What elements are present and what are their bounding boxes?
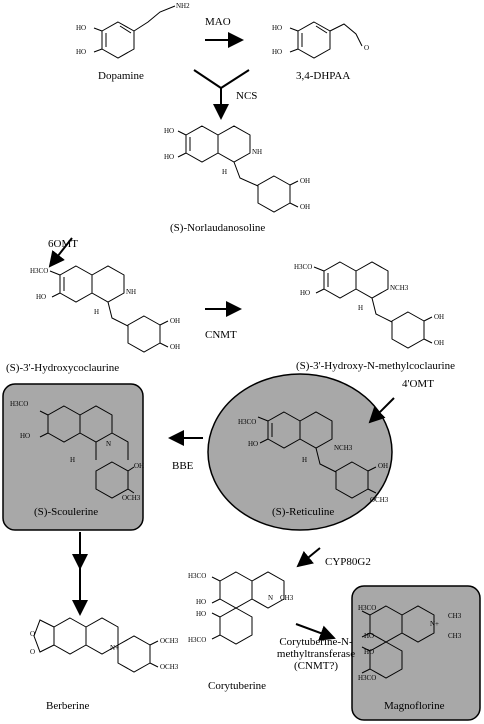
atom-ho: HO <box>196 598 207 606</box>
atom-oh: OH <box>434 313 445 321</box>
atom-h3co: H3CO <box>358 674 377 682</box>
label-hydroxy-methylcoclaurine: (S)-3'-Hydroxy-N-methylcoclaurine <box>296 360 455 372</box>
magnoflorine-box <box>351 585 481 721</box>
atom-n: N <box>106 440 112 448</box>
nmt-line-1: Corytuberine-N- <box>279 636 353 648</box>
enzyme-corytuberine-nmt: Corytuberine-N- methyltransferase (CNMT?… <box>268 636 364 672</box>
dhpaa-structure <box>289 21 363 59</box>
label-scoulerine: (S)-Scoulerine <box>34 506 99 518</box>
berberine-structure <box>33 617 159 673</box>
atom-nch3: NCH3 <box>334 444 353 452</box>
ncs-merge-arrow <box>193 69 250 118</box>
atom-ho: HO <box>364 632 375 640</box>
atom-oh: OH <box>300 203 311 211</box>
dopamine-structure <box>93 5 176 59</box>
corytuberine-structure <box>211 571 285 645</box>
label-magnoflorine: Magnoflorine <box>384 700 445 712</box>
atom-ho: HO <box>164 127 175 135</box>
label-dopamine: Dopamine <box>98 70 144 82</box>
atom-ho: HO <box>76 48 87 56</box>
label-corytuberine: Corytuberine <box>208 680 267 692</box>
atom-ho: HO <box>272 48 283 56</box>
atom-h: H <box>302 456 308 464</box>
norlaudanosoline-structure <box>177 125 299 213</box>
atom-ho: HO <box>164 153 175 161</box>
nmt-line-3: (CNMT?) <box>294 660 338 672</box>
atom-nh: NH <box>126 288 137 296</box>
nmt-line-2: methyltransferase <box>276 648 356 660</box>
enzyme-4omt: 4'OMT <box>402 378 434 390</box>
atom-ho: HO <box>272 24 283 32</box>
atom-ch3: CH3 <box>448 612 462 620</box>
atom-ho: HO <box>76 24 87 32</box>
atom-ch3: CH3 <box>448 632 462 640</box>
scoulerine-structure <box>39 405 135 499</box>
enzyme-cnmt: CNMT <box>205 329 237 341</box>
atom-o: O <box>30 630 36 638</box>
atom-o: O <box>30 648 36 656</box>
atom-ho: HO <box>364 648 375 656</box>
atom-nch3: NCH3 <box>390 284 409 292</box>
atom-oh: OH <box>300 177 311 185</box>
atom-nplus: N+ <box>430 620 440 628</box>
atom-h3co: H3CO <box>30 267 49 275</box>
label-berberine: Berberine <box>46 700 90 712</box>
atom-h3co: H3CO <box>294 263 313 271</box>
atom-h: H <box>70 456 76 464</box>
atom-o: O <box>364 44 370 52</box>
atom-och3: OCH3 <box>370 496 389 504</box>
reticuline-structure <box>257 411 377 499</box>
enzyme-cyp80g2: CYP80G2 <box>325 556 371 568</box>
atom-ho: HO <box>300 289 311 297</box>
atom-h3co: H3CO <box>10 400 29 408</box>
atom-oh: OH <box>378 462 389 470</box>
atom-h: H <box>94 308 100 316</box>
enzyme-ncs: NCS <box>236 90 258 102</box>
atom-h: H <box>358 304 364 312</box>
scoulerine-box <box>2 383 144 531</box>
atom-h3co: H3CO <box>358 604 377 612</box>
atom-nh2: NH2 <box>176 2 190 10</box>
label-hydroxycoclaurine: (S)-3'-Hydroxycoclaurine <box>6 362 120 374</box>
atom-h: H <box>222 168 228 176</box>
atom-ho: HO <box>248 440 259 448</box>
atom-n: N <box>268 594 274 602</box>
atom-oh: OH <box>434 339 445 347</box>
enzyme-6omt: 6OMT <box>48 238 78 250</box>
atom-ch3: CH3 <box>280 594 294 602</box>
atom-h3co: H3CO <box>188 636 207 644</box>
atom-oh: OH <box>134 462 145 470</box>
4omt-arrow <box>368 397 395 424</box>
label-reticuline: (S)-Reticuline <box>272 506 335 518</box>
atom-h3co: H3CO <box>238 418 257 426</box>
6omt-arrow <box>48 237 73 268</box>
atom-ho: HO <box>20 432 31 440</box>
atom-ho: HO <box>36 293 47 301</box>
atom-och3: OCH3 <box>160 637 179 645</box>
atom-och3: OCH3 <box>160 663 179 671</box>
atom-ho: HO <box>196 610 207 618</box>
atom-oh: OH <box>170 343 181 351</box>
cyp-arrow <box>296 547 321 568</box>
atom-nh: NH <box>252 148 263 156</box>
hydroxy-methylcoclaurine-structure <box>313 261 433 349</box>
enzyme-bbe: BBE <box>172 460 194 472</box>
atom-och3: OCH3 <box>122 494 141 502</box>
label-norlaudanosoline: (S)-Norlaudanosoline <box>170 222 266 234</box>
hydroxycoclaurine-structure <box>49 265 169 353</box>
magnoflorine-structure <box>361 605 435 679</box>
atom-oh: OH <box>170 317 181 325</box>
enzyme-mao: MAO <box>205 16 231 28</box>
atom-h3co: H3CO <box>188 572 207 580</box>
nmt-arrow <box>295 623 336 641</box>
reticuline-ellipse <box>207 373 393 531</box>
label-dhpaa: 3,4-DHPAA <box>296 70 351 82</box>
atom-nplus: N+ <box>110 644 120 652</box>
